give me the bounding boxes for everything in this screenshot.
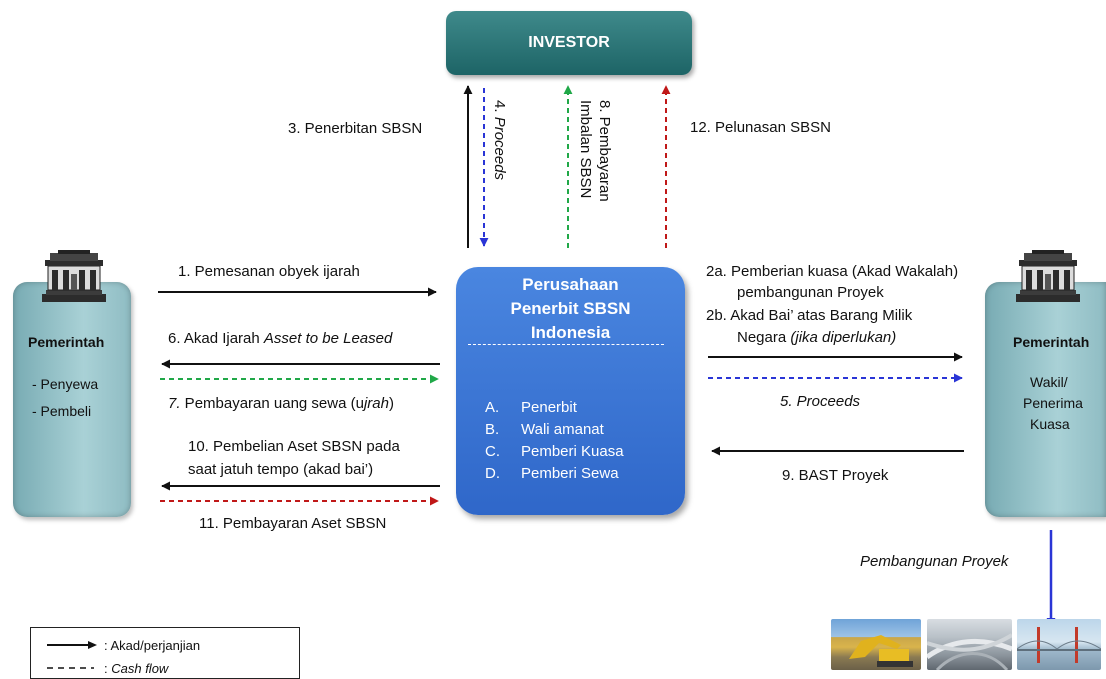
flow-1-label: 1. Pemesanan obyek ijarah [178, 263, 360, 280]
company-role-b-letter: B. [485, 421, 500, 438]
government-left-title: Pemerintah [28, 334, 105, 350]
flow-6-italic: Asset to be Leased [263, 330, 393, 347]
legend-dashed-line-icon [47, 667, 94, 669]
government-right-role-1: Wakil/ [1030, 374, 1068, 390]
flow-7-end: ) [388, 395, 394, 412]
legend-dashed-label: : Cash flow [104, 659, 168, 678]
company-title-line-3: Indonesia [530, 323, 611, 342]
flow-10-line-2: saat jatuh tempo (akad bai’) [188, 461, 374, 478]
flow-2a-line-1: 2a. Pemberian kuasa (Akad Wakalah) [706, 263, 959, 280]
flow-2a-line-2: pembangunan Proyek [737, 284, 884, 301]
flow-2b-text: Negara [737, 329, 787, 346]
government-left-role-2: - Pembeli [32, 403, 92, 419]
company-role-c-letter: C. [485, 443, 500, 460]
flow-7-text: Pembayaran uang sewa (u [180, 395, 364, 412]
flow-8-line-1: 8. Pembayaran [596, 100, 613, 202]
flow-6-text: 6. Akad Ijarah [168, 330, 264, 347]
flow-2b-line-2: Negara (jika diperlukan) [737, 328, 896, 347]
issuer-company-box: Perusahaan Penerbit SBSN Indonesia A. Pe… [456, 267, 685, 515]
flow-2b-line-1: 2b. Akad Bai’ atas Barang Milik [706, 307, 913, 324]
flow-3-label: 3. Penerbitan SBSN [288, 120, 423, 137]
government-building-left-icon [42, 250, 106, 302]
investor-box: INVESTOR [446, 11, 692, 75]
company-divider [468, 344, 664, 345]
legend-dashed-text: Cash flow [111, 661, 169, 676]
company-role-b: Wali amanat [521, 421, 604, 438]
flow-11-label: 11. Pembayaran Aset SBSN [199, 515, 387, 532]
flow-12-label: 12. Pelunasan SBSN [690, 119, 831, 136]
government-building-right-icon [1016, 250, 1080, 302]
pembangunan-proyek-label: Pembangunan Proyek [860, 553, 1009, 570]
flow-7-italic: jrah [363, 395, 389, 412]
legend-solid-label: : Akad/perjanjian [104, 638, 201, 653]
flow-4-text: Proceeds [491, 116, 508, 181]
flow-5-label: 5. Proceeds [780, 393, 861, 410]
bridge-photo [1017, 619, 1101, 670]
flow-7-label: 7. Pembayaran uang sewa (ujrah) [168, 394, 394, 413]
government-right-title: Pemerintah [1013, 334, 1090, 350]
government-left-role-1: - Penyewa [32, 376, 99, 392]
company-role-a-letter: A. [485, 399, 500, 416]
flow-8-line-2: Imbalan SBSN [577, 100, 594, 199]
government-right-pillar [985, 282, 1106, 517]
company-title-line-1: Perusahaan [522, 275, 619, 294]
flow-10-line-1: 10. Pembelian Aset SBSN pada [188, 438, 400, 455]
highway-photo [927, 619, 1012, 670]
company-role-d-letter: D. [485, 465, 500, 482]
legend-dashed-prefix: : [104, 661, 112, 676]
flow-7-number: 7. [168, 395, 181, 412]
flow-4-number: 4. [491, 100, 508, 113]
company-role-a: Penerbit [521, 399, 577, 416]
flow-9-label: 9. BAST Proyek [782, 467, 889, 484]
flow-6-label: 6. Akad Ijarah Asset to be Leased [168, 329, 392, 348]
legend-box: : Akad/perjanjian : Cash flow [30, 627, 300, 679]
flow-4-label: 4. Proceeds [490, 100, 509, 180]
company-title-line-2: Penerbit SBSN [510, 299, 631, 318]
excavator-photo [831, 619, 921, 670]
legend-solid-arrow-icon [47, 641, 97, 649]
flow-2b-italic: (jika diperlukan) [790, 329, 897, 346]
government-right-role-3: Kuasa [1030, 416, 1070, 432]
government-right-role-2: Penerima [1023, 395, 1083, 411]
company-role-d: Pemberi Sewa [521, 465, 619, 482]
government-left-pillar [13, 282, 131, 517]
flow-8-label: 8. Pembayaran Imbalan SBSN [576, 100, 614, 202]
company-role-c: Pemberi Kuasa [521, 443, 624, 460]
investor-label: INVESTOR [528, 34, 610, 51]
